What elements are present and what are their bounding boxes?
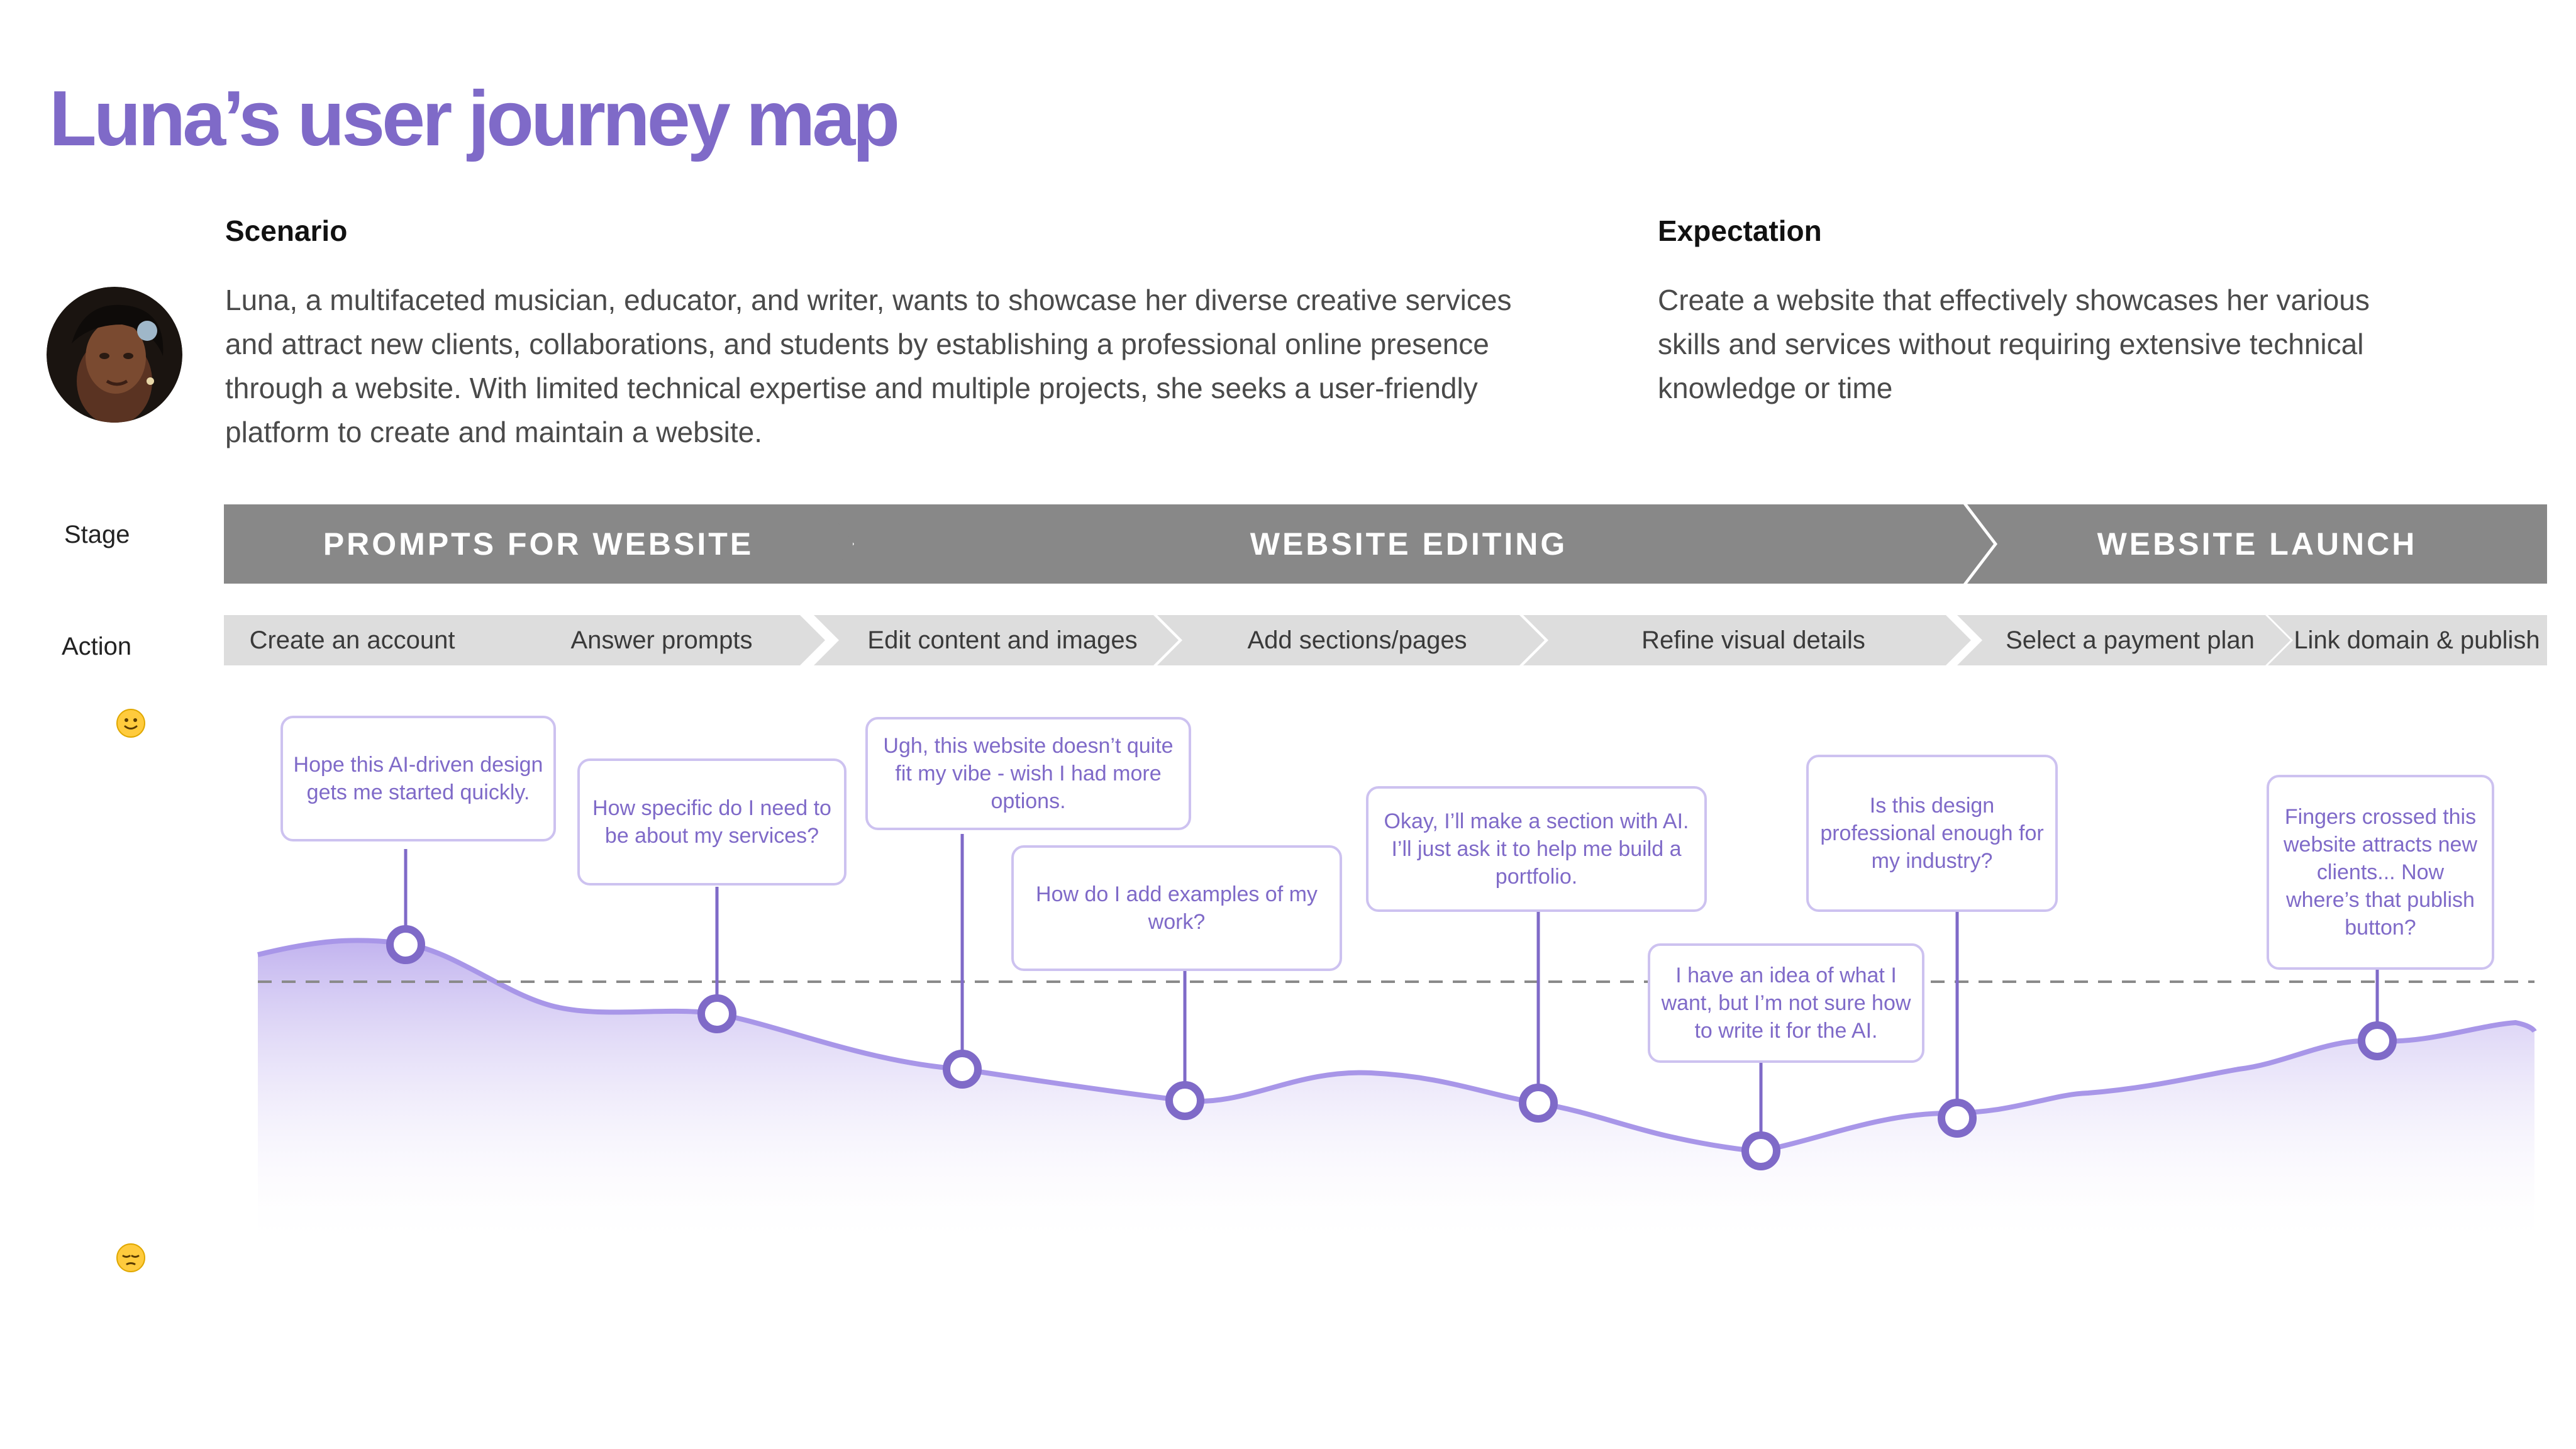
scenario-line: and attract new clients, collaborations,… <box>225 328 1489 360</box>
expectation-heading: Expectation <box>1658 214 1822 247</box>
journey-point <box>697 994 736 1033</box>
journey-point <box>1519 1084 1558 1123</box>
avatar <box>47 287 182 423</box>
pensive-face-icon <box>116 1243 146 1273</box>
stage-prompts-for-website: PROMPTS FOR WEBSITE <box>224 504 853 584</box>
stage-row-label: Stage <box>64 521 130 548</box>
scenario-line: through a website. With limited technica… <box>225 372 1478 404</box>
action-link-domain: Link domain & publish <box>2268 615 2547 665</box>
action-answer-prompts: Answer prompts <box>486 615 825 665</box>
page-title: Luna’s user journey map <box>49 75 900 162</box>
expectation-line: skills and services without requiring ex… <box>1658 328 2364 360</box>
thought-bubble-1: Hope this AI-driven design gets me start… <box>280 716 556 841</box>
journey-point <box>1741 1131 1780 1170</box>
scenario-line: Luna, a multifaceted musician, educator,… <box>225 284 1512 316</box>
thought-bubble-2: How specific do I need to be about my se… <box>577 758 847 886</box>
journey-point <box>1165 1081 1204 1120</box>
thought-bubble-5: Okay, I’ll make a section with AI. I’ll … <box>1366 786 1707 912</box>
thought-bubble-6: I have an idea of what I want, but I’m n… <box>1648 943 1924 1063</box>
action-add-sections: Add sections/pages <box>1157 615 1545 665</box>
journey-point <box>2358 1021 2397 1060</box>
thought-bubble-8: Fingers crossed this website attracts ne… <box>2267 775 2494 970</box>
slightly-smiling-face-icon <box>116 708 146 738</box>
journey-point <box>943 1050 982 1089</box>
thought-bubble-4: How do I add examples of my work? <box>1011 845 1342 971</box>
stage-website-editing: WEBSITE EDITING <box>824 504 1994 584</box>
scenario-heading: Scenario <box>225 214 348 247</box>
action-edit-content: Edit content and images <box>814 615 1179 665</box>
action-select-payment: Select a payment plan <box>1957 615 2290 665</box>
scenario-text: Luna, a multifaceted musician, educator,… <box>225 278 1646 454</box>
journey-point <box>1938 1099 1977 1138</box>
expectation-text: Create a website that effectively showca… <box>1658 278 2538 410</box>
action-row-label: Action <box>62 633 132 660</box>
thought-bubble-3: Ugh, this website doesn’t quite fit my v… <box>865 717 1191 830</box>
expectation-line: knowledge or time <box>1658 372 1893 404</box>
scenario-line: platform to create and maintain a websit… <box>225 416 763 448</box>
expectation-line: Create a website that effectively showca… <box>1658 284 2370 316</box>
action-refine-visual: Refine visual details <box>1523 615 1971 665</box>
action-create-account: Create an account <box>224 615 512 665</box>
thought-bubble-7: Is this design professional enough for m… <box>1806 755 2058 912</box>
stage-website-launch: WEBSITE LAUNCH <box>1967 504 2547 584</box>
journey-point <box>386 925 425 964</box>
emotion-area <box>258 940 2534 1252</box>
